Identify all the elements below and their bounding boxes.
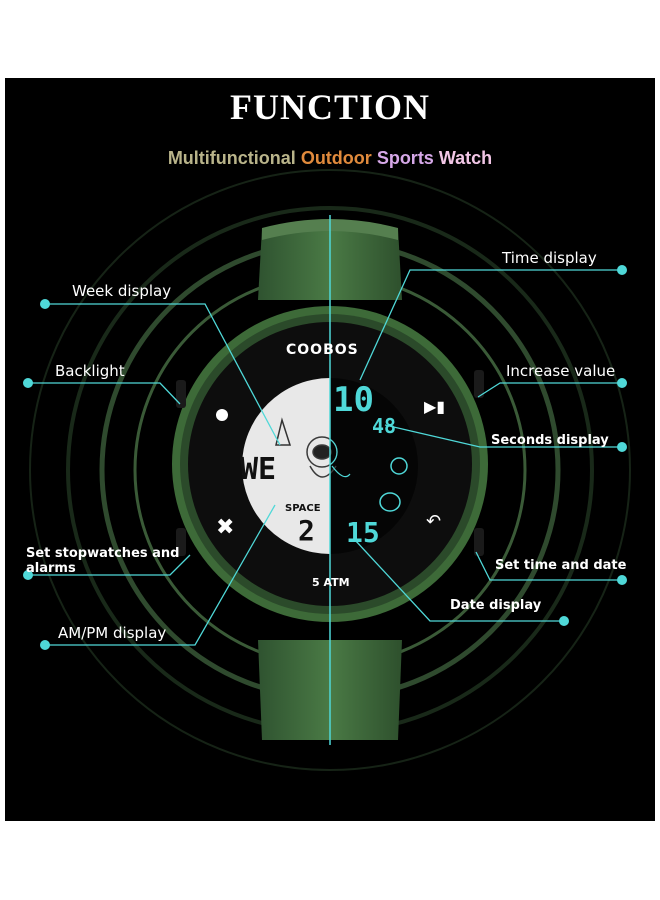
callout-lines bbox=[28, 269, 622, 646]
astronaut-icon-dark bbox=[330, 438, 351, 478]
water-rating: 5 ATM bbox=[312, 576, 350, 589]
increase-button[interactable] bbox=[474, 370, 484, 398]
label-increase-value: Increase value bbox=[506, 362, 616, 380]
stopwatch-button[interactable] bbox=[176, 528, 186, 556]
label-stopwatch: Set stopwatches and bbox=[26, 546, 180, 561]
cross-icon: ✖ bbox=[216, 515, 234, 540]
subtitle-word-3: Sports bbox=[376, 148, 434, 168]
subtitle-word-1: Multifunctional bbox=[167, 148, 296, 168]
week-digits: WE bbox=[240, 452, 277, 487]
return-icon: ↶ bbox=[426, 511, 441, 532]
page-title: FUNCTION bbox=[229, 87, 430, 127]
callout-dots bbox=[23, 265, 627, 650]
planet-icon bbox=[379, 492, 401, 512]
label-date-display: Date display bbox=[450, 598, 542, 613]
subtitle-word-2: Outdoor bbox=[300, 148, 372, 168]
page-subtitle: Multifunctional Outdoor Sports Watch bbox=[0, 148, 660, 169]
label-backlight: Backlight bbox=[55, 362, 125, 380]
label-stopwatch-2: alarms bbox=[26, 561, 76, 576]
watch-dial-light bbox=[242, 378, 330, 554]
subtitle-word-4: Watch bbox=[438, 148, 493, 168]
watch-brand: COOBOS bbox=[286, 342, 359, 358]
date-digits: 15 bbox=[346, 516, 380, 549]
ampm-digit: 2 bbox=[298, 514, 315, 547]
backlight-button[interactable] bbox=[176, 380, 186, 408]
astronaut-icon bbox=[306, 436, 338, 478]
label-set-time-date: Set time and date bbox=[495, 558, 627, 573]
label-ampm-display: AM/PM display bbox=[58, 624, 167, 642]
face-label: SPACE bbox=[285, 503, 321, 514]
play-pause-icon: ▶▮ bbox=[424, 397, 445, 416]
label-week-display: Week display bbox=[72, 282, 172, 300]
rocket-icon bbox=[275, 417, 292, 446]
label-seconds-display: Seconds display bbox=[491, 433, 609, 448]
seconds-digits: 48 bbox=[372, 414, 397, 438]
gear-icon bbox=[216, 409, 228, 421]
set-time-button[interactable] bbox=[474, 528, 484, 556]
label-time-display: Time display bbox=[502, 249, 597, 267]
sun-icon bbox=[390, 457, 408, 475]
time-digits: 10 bbox=[333, 380, 374, 420]
